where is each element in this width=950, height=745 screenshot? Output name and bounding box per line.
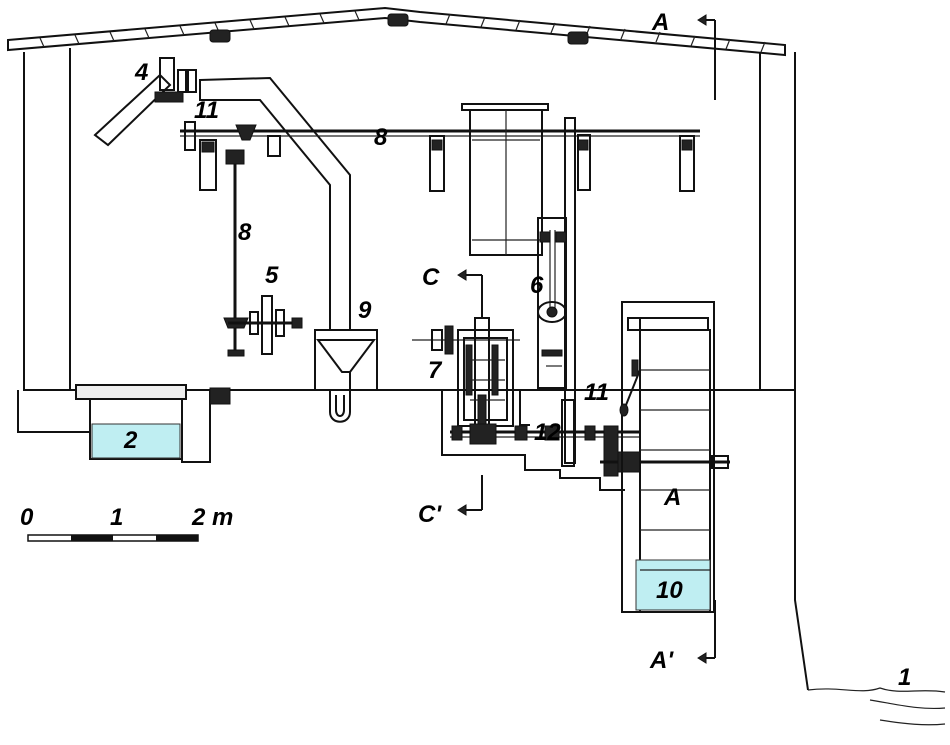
roof — [7, 6, 786, 57]
section-label-a-bottom: A' — [649, 647, 674, 674]
label-8-top: 8 — [374, 124, 388, 151]
sifting-box — [461, 103, 549, 256]
label-8-left: 8 — [238, 219, 252, 246]
water-tank-2 — [75, 384, 187, 460]
label-6: 6 — [530, 272, 544, 299]
floor-bearing — [209, 387, 231, 405]
arrow-left-icon — [697, 14, 707, 26]
label-7: 7 — [428, 357, 443, 384]
governor-6 — [537, 117, 591, 464]
label-11-right: 11 — [584, 379, 609, 406]
line-shaft-8 — [180, 121, 700, 192]
river-bank — [807, 687, 946, 726]
label-4: 4 — [134, 59, 148, 86]
label-5: 5 — [265, 262, 279, 289]
section-line-c — [457, 269, 483, 516]
scale-label-2m: 2 m — [191, 504, 233, 531]
section-label-c-prime: C' — [418, 501, 442, 528]
arrow-left-icon — [697, 652, 707, 664]
arrow-left-icon — [457, 269, 467, 281]
wheel-label-a: A — [663, 484, 681, 511]
scale-bar — [27, 534, 199, 542]
label-11-top: 11 — [194, 97, 219, 124]
hopper-9 — [314, 329, 378, 423]
label-12: 12 — [534, 419, 561, 446]
section-label-c: C — [422, 264, 440, 291]
labels: A A' C C' A 0 1 2 m 1 2 4 5 6 7 8 8 9 10… — [20, 9, 911, 691]
scale-label-1: 1 — [110, 504, 123, 531]
label-2: 2 — [123, 427, 138, 454]
label-9: 9 — [358, 297, 372, 324]
label-1: 1 — [898, 664, 911, 691]
water-wheel-10 — [619, 301, 715, 613]
drive-shaft-12 — [450, 399, 730, 477]
wheel-pit — [441, 390, 625, 491]
grain-chute — [93, 57, 351, 331]
vertical-shaft-8 — [223, 149, 303, 357]
label-10: 10 — [656, 577, 683, 604]
arrow-left-icon — [457, 504, 467, 516]
scale-label-0: 0 — [20, 504, 34, 531]
section-label-a-top: A — [651, 9, 669, 36]
